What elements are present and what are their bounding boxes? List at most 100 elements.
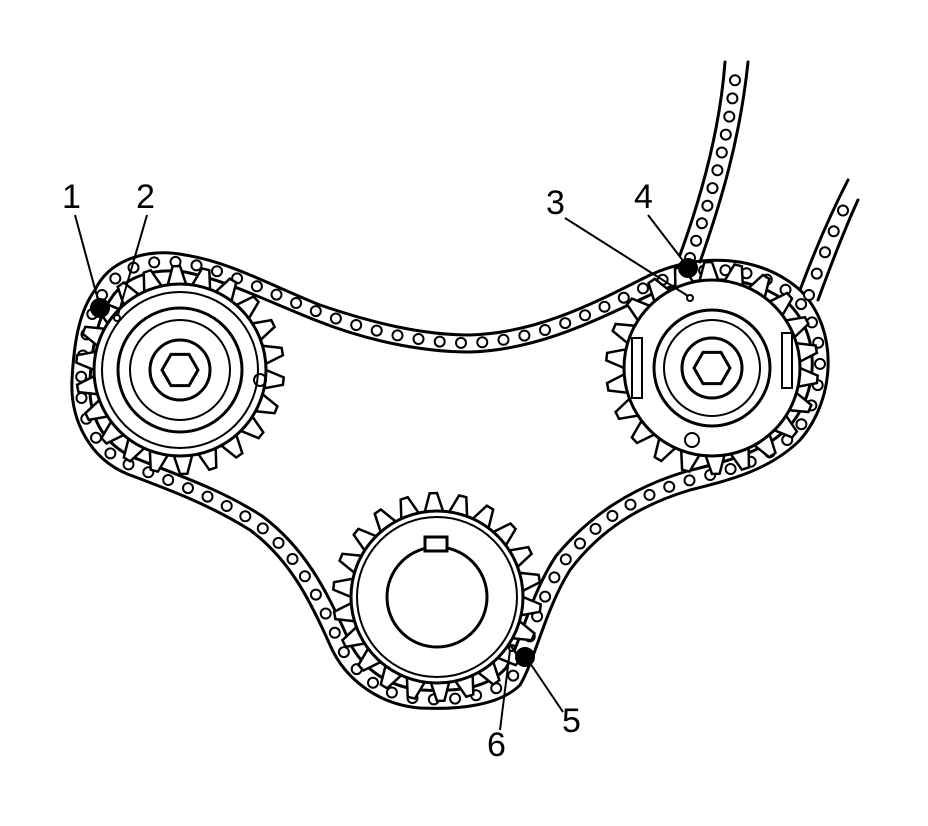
right-sprocket-bolt-washer xyxy=(680,336,744,400)
chain-roller xyxy=(370,324,383,337)
chain-roller xyxy=(290,297,303,309)
leader-line-4 xyxy=(647,214,685,263)
chain-roller xyxy=(367,676,379,689)
chain-roller xyxy=(328,626,341,639)
chain-roller xyxy=(539,590,552,603)
left-camshaft-sprocket xyxy=(74,264,286,476)
right-sprocket-hub-ring xyxy=(663,319,761,417)
chain-roller xyxy=(518,329,531,342)
crank-sprocket-inner-rim xyxy=(356,516,518,678)
timing-marks xyxy=(90,258,698,667)
chain-roller xyxy=(162,474,175,486)
callout-2: 2 xyxy=(136,178,155,216)
sprocket-timing-mark-6 xyxy=(508,644,516,652)
chain-roller xyxy=(220,500,233,512)
chain-roller xyxy=(726,92,739,105)
chain-roller xyxy=(391,329,404,342)
sprocket-timing-mark-3 xyxy=(686,294,694,302)
chain-roller xyxy=(814,357,826,370)
chain-roller xyxy=(803,289,815,301)
leader-line-1 xyxy=(74,214,99,301)
chain-roller xyxy=(286,553,299,565)
chain-roller xyxy=(663,480,676,493)
chain-roller xyxy=(211,265,223,278)
chain-roller xyxy=(412,333,425,345)
chain-roller xyxy=(719,128,732,141)
chain-roller xyxy=(270,288,283,301)
chain-inner-outline xyxy=(88,269,814,692)
chain-roller xyxy=(201,490,214,503)
chain-roller xyxy=(579,309,591,322)
chain-roller xyxy=(637,282,649,295)
chain-roller xyxy=(723,110,736,123)
chain-roller xyxy=(239,510,252,523)
chain-roller xyxy=(724,463,737,475)
chain-roller xyxy=(539,324,551,336)
chain-roller xyxy=(711,164,724,177)
callout-3: 3 xyxy=(546,184,565,222)
leader-line-3 xyxy=(564,217,689,297)
chain-roller xyxy=(617,291,630,304)
crankshaft-sprocket xyxy=(331,491,543,703)
colored-link-mark-1 xyxy=(90,298,110,318)
chain-roller xyxy=(309,588,322,601)
right-sprocket-dowel xyxy=(684,432,700,448)
chain-roller xyxy=(109,272,122,285)
leader-line-5 xyxy=(529,662,564,713)
chain-roller xyxy=(559,553,572,566)
chain-roller xyxy=(350,319,363,331)
chain-roller xyxy=(827,225,840,238)
chain-roller xyxy=(337,646,350,659)
chain-roller xyxy=(690,234,703,247)
chain-roller xyxy=(695,217,708,230)
chain-roller xyxy=(272,536,285,549)
chain-roller xyxy=(589,522,602,535)
chain-roller xyxy=(75,392,88,404)
callout-1: 1 xyxy=(62,178,81,216)
chain-roller xyxy=(256,522,269,535)
right-sprocket-hex-bolt xyxy=(692,350,732,386)
colored-link-mark-4 xyxy=(678,258,698,278)
chain-roller xyxy=(90,431,102,444)
right-camshaft-sprocket xyxy=(604,260,820,476)
chain-roller xyxy=(455,336,467,349)
chain-side-strand-outer xyxy=(798,178,850,292)
left-sprocket-dowel xyxy=(253,373,267,387)
chain-side-strand-inner xyxy=(816,198,860,302)
leader-line-6 xyxy=(499,649,511,731)
left-sprocket-hub-ring xyxy=(129,319,231,421)
crank-sprocket-keyway xyxy=(423,535,449,553)
chain-roller xyxy=(819,246,831,259)
chain-roller xyxy=(329,312,342,325)
colored-link-mark-5 xyxy=(515,647,535,667)
right-sprocket-stamp-marks xyxy=(631,332,793,399)
chain-roller xyxy=(643,488,656,501)
left-sprocket-inner-rim xyxy=(101,291,259,449)
chain-roller xyxy=(497,333,510,346)
chain-outer-outline xyxy=(70,251,830,710)
chain-upper-strand-outer xyxy=(678,60,727,257)
chain-strand-links xyxy=(684,74,849,301)
leader-line-2 xyxy=(117,214,148,316)
chain-roller xyxy=(624,498,637,511)
chain-roller xyxy=(433,335,446,348)
callout-4: 4 xyxy=(634,178,653,216)
chain-roller xyxy=(683,474,696,487)
chain-roller xyxy=(837,204,849,217)
chain-roller xyxy=(319,607,332,620)
chain-roller xyxy=(476,336,489,349)
chain-roller xyxy=(574,537,586,550)
chain-roller xyxy=(182,482,194,495)
chain-roller xyxy=(298,570,311,583)
crank-sprocket-bore xyxy=(385,545,489,649)
sprocket-timing-mark-2 xyxy=(113,314,121,322)
callout-5: 5 xyxy=(562,702,581,740)
chain-roller xyxy=(795,418,808,431)
chain-roller xyxy=(706,182,719,195)
chain-upper-strand-inner xyxy=(698,60,750,264)
chain-roller xyxy=(148,256,161,269)
chain-roller xyxy=(548,571,561,584)
chain-roller xyxy=(104,447,117,460)
chain-roller xyxy=(795,298,808,311)
